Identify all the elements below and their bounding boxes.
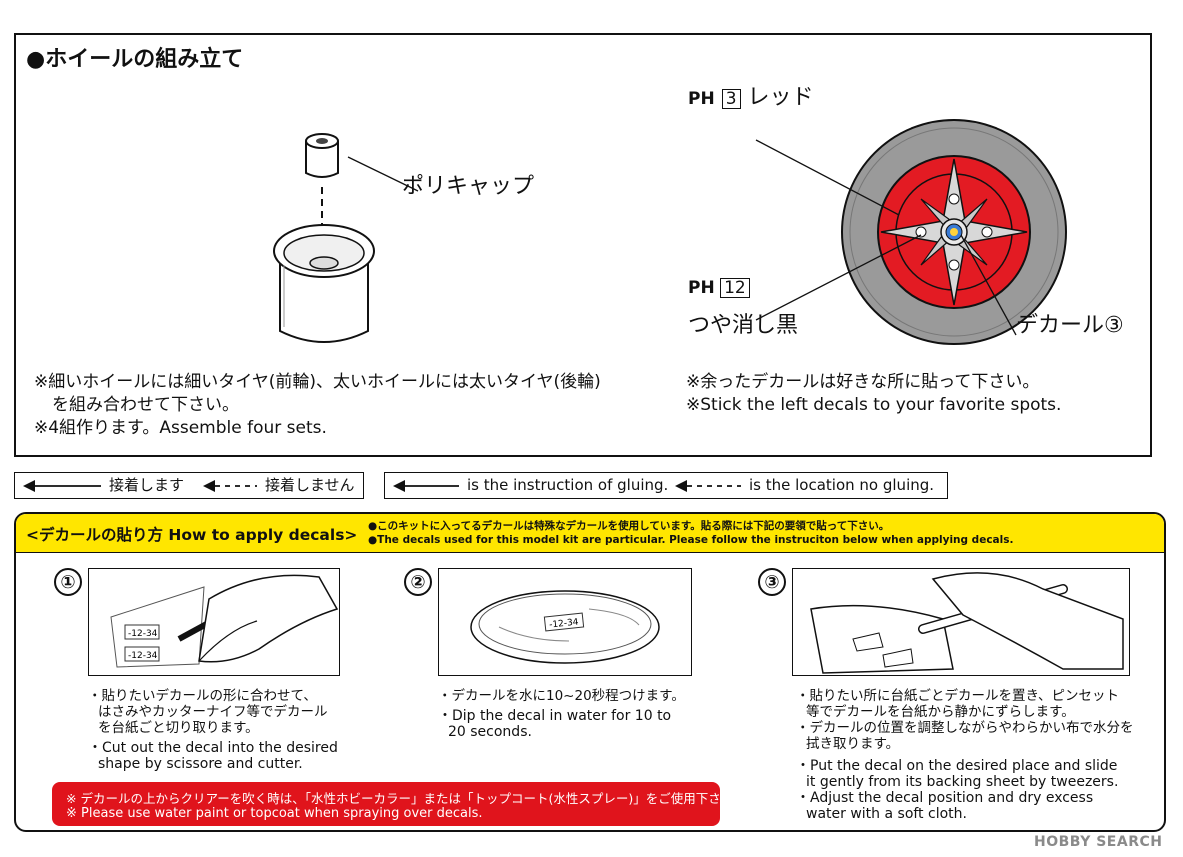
step-text-line: it gently from its backing sheet by twee…: [806, 774, 1119, 790]
decal-header-bar: <デカールの貼り方 How to apply decals> ●このキットに入っ…: [16, 514, 1164, 553]
dashed-arrow-icon: [675, 480, 741, 492]
decal-header-title: <デカールの貼り方 How to apply decals>: [26, 526, 358, 544]
step-text-line: shape by scissore and cutter.: [98, 756, 303, 772]
decal-sample-text: -12-34: [128, 651, 158, 661]
legend-japanese: 接着します 接着しません: [14, 472, 364, 499]
decal-header-note: ●このキットに入ってるデカールは特殊なデカールを使用しています。貼る際には下記の…: [368, 520, 890, 532]
decal-instructions-section: <デカールの貼り方 How to apply decals> ●このキットに入っ…: [14, 512, 1166, 832]
cutting-illustration: -12-34 -12-34: [110, 574, 339, 668]
paint-number-box: 3: [721, 89, 741, 109]
paint-name: つや消し黒: [688, 313, 799, 338]
decal-notes: ※余ったデカールは好きな所に貼って下さい。 ※Stick the left de…: [686, 371, 1061, 417]
note-line: ※余ったデカールは好きな所に貼って下さい。: [686, 372, 1040, 392]
legend-english: is the instruction of gluing. is the loc…: [384, 472, 948, 499]
note-line: ※細いホイールには細いタイヤ(前輪)、太いホイールには太いタイヤ(後輪): [34, 372, 601, 392]
step-3-illustration: [792, 568, 1130, 676]
ph-prefix: PH: [688, 89, 715, 109]
step-text-line: ・貼りたい所に台紙ごとデカールを置き、ピンセット: [796, 688, 1120, 704]
paint-callout-black: PH 12: [688, 278, 750, 298]
step-3-text: ・貼りたい所に台紙ごとデカールを置き、ピンセット 等でデカールを台紙から静かにず…: [796, 688, 1134, 822]
decal-header-note: ●The decals used for this model kit are …: [368, 534, 1014, 546]
step-text-line: はさみやカッターナイフ等でデカール: [98, 704, 328, 720]
wheel-leader-lines: [755, 139, 1017, 336]
note-line: ※Stick the left decals to your favorite …: [686, 395, 1062, 415]
dashed-arrow-icon: [203, 480, 257, 492]
step-text-line: 等でデカールを台紙から静かにずらします。: [806, 704, 1075, 720]
paint-number-box: 12: [720, 278, 750, 298]
step-number: ①: [54, 568, 82, 596]
polycap-label: ポリキャップ: [402, 174, 535, 199]
decal-callout: デカール③: [1016, 313, 1124, 338]
step-2-illustration: -12-34: [438, 568, 692, 676]
glue-label: 接着します: [109, 476, 185, 494]
wheel-assembly-section: ●ホイールの組み立て ポリキャップ: [14, 33, 1152, 457]
step-text-line: water with a soft cloth.: [806, 806, 967, 822]
decal-sample-text: -12-34: [549, 617, 580, 630]
solid-arrow-icon: [23, 480, 101, 492]
watermark: HOBBY SEARCH: [1034, 834, 1163, 850]
note-line: ※4組作ります。Assemble four sets.: [34, 418, 327, 438]
step-2-text: ・デカールを水に10~20秒程つけます。 ・Dip the decal in w…: [438, 688, 685, 740]
step-text-line: ・貼りたいデカールの形に合わせて、: [88, 688, 317, 704]
polycap-illustration: [273, 133, 375, 343]
step-text-line: ・Put the decal on the desired place and …: [796, 758, 1118, 774]
step-text-line: ・デカールの位置を調整しながらやわらかい布で水分を: [796, 720, 1134, 736]
step-1-text: ・貼りたいデカールの形に合わせて、 はさみやカッターナイフ等でデカール を台紙ご…: [88, 688, 338, 772]
section-title: ●ホイールの組み立て: [26, 47, 244, 72]
spray-warning-box: ※ デカールの上からクリアーを吹く時は、「水性ホビーカラー」または「トップコート…: [52, 782, 746, 826]
step-number: ②: [404, 568, 432, 596]
step-number: ③: [758, 568, 786, 596]
no-glue-label: 接着しません: [265, 476, 355, 494]
step-text-line: を台紙ごと切り取ります。: [98, 720, 259, 736]
warning-text: ※ Please use water paint or topcoat when…: [66, 806, 483, 821]
step-text-line: ・Dip the decal in water for 10 to: [438, 708, 672, 724]
paint-callout-red: PH 3 レッド: [688, 79, 814, 111]
step-text-line: ・Cut out the decal into the desired: [88, 740, 338, 756]
decal-sample-text: -12-34: [128, 629, 158, 639]
paint-name: レッド: [747, 85, 814, 110]
assembly-notes: ※細いホイールには細いタイヤ(前輪)、太いホイールには太いタイヤ(後輪) を組み…: [34, 371, 601, 440]
ph-prefix: PH: [688, 278, 715, 298]
note-line: を組み合わせて下さい。: [52, 395, 239, 415]
water-dish-illustration: -12-34: [470, 590, 660, 664]
polycap-leader-line: [347, 156, 419, 192]
solid-arrow-icon: [393, 480, 459, 492]
step-text-line: ・デカールを水に10~20秒程つけます。: [438, 688, 685, 704]
glue-label: is the instruction of gluing.: [467, 476, 669, 494]
step-text-line: 20 seconds.: [448, 724, 532, 740]
step-text-line: ・Adjust the decal position and dry exces…: [796, 790, 1094, 806]
no-glue-label: is the location no gluing.: [749, 476, 935, 494]
wheel-illustration: [841, 119, 1067, 345]
applying-decal-illustration: [810, 572, 1124, 674]
warning-text: ※ デカールの上からクリアーを吹く時は、「水性ホビーカラー」または「トップコート…: [66, 791, 746, 806]
step-text-line: 拭き取ります。: [806, 736, 900, 752]
step-1-illustration: -12-34 -12-34: [88, 568, 340, 676]
